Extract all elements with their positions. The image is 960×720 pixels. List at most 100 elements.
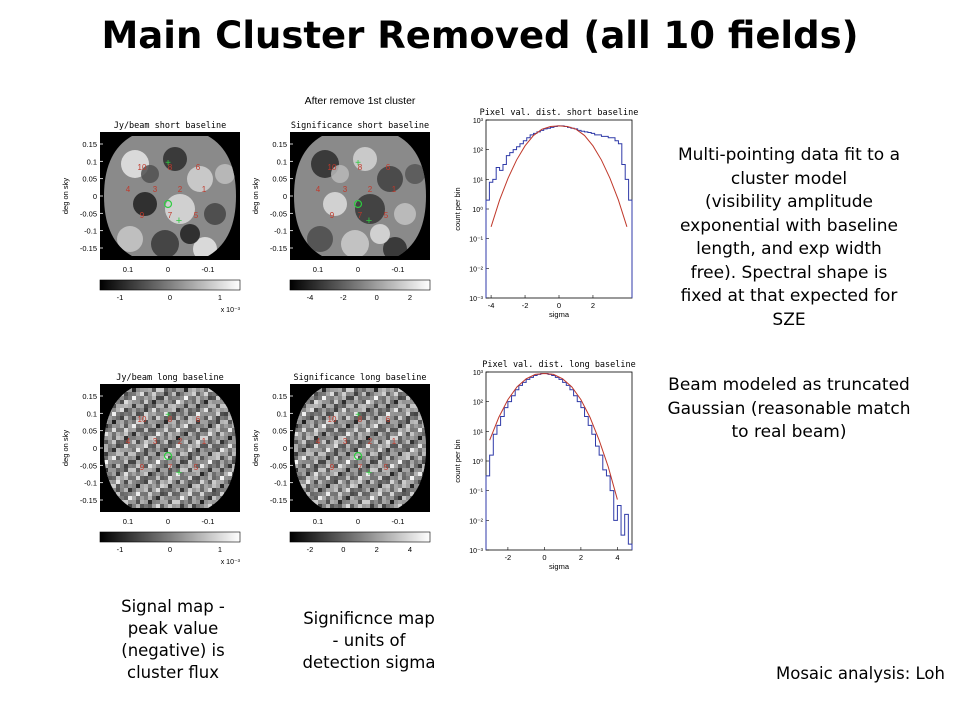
map-pixel bbox=[314, 496, 318, 500]
map-pixel bbox=[108, 436, 112, 440]
map-pixel bbox=[144, 412, 148, 416]
map-pixel bbox=[128, 416, 132, 420]
map-pixel bbox=[204, 468, 208, 472]
map-pixel bbox=[140, 500, 144, 504]
map-pixel bbox=[382, 448, 386, 452]
map-pixel bbox=[148, 404, 152, 408]
map-pixel bbox=[188, 484, 192, 488]
map-pixel bbox=[294, 444, 298, 448]
map-pixel bbox=[180, 504, 184, 508]
map-pixel bbox=[330, 472, 334, 476]
map-pixel bbox=[318, 388, 322, 392]
map-pixel bbox=[402, 496, 406, 500]
map-pixel bbox=[390, 424, 394, 428]
map-pixel bbox=[216, 492, 220, 496]
map-pixel bbox=[358, 448, 362, 452]
map-pixel bbox=[362, 412, 366, 416]
map-pixel bbox=[406, 488, 410, 492]
map-pixel bbox=[152, 412, 156, 416]
map-pixel bbox=[188, 404, 192, 408]
map-pixel bbox=[294, 432, 298, 436]
map-pixel bbox=[310, 412, 314, 416]
map-pixel bbox=[358, 496, 362, 500]
map-pixel bbox=[220, 432, 224, 436]
map-pixel bbox=[112, 488, 116, 492]
map-pixel bbox=[192, 464, 196, 468]
caption-signal-map: Signal map - peak value (negative) is cl… bbox=[98, 596, 248, 684]
map-pixel bbox=[390, 488, 394, 492]
map-pixel bbox=[220, 448, 224, 452]
map-pixel bbox=[184, 492, 188, 496]
map-pixel bbox=[172, 400, 176, 404]
map-pixel bbox=[418, 448, 422, 452]
map-pixel bbox=[370, 420, 374, 424]
map-pixel bbox=[136, 404, 140, 408]
map-pixel bbox=[374, 444, 378, 448]
map-pixel bbox=[220, 436, 224, 440]
map-pixel bbox=[116, 476, 120, 480]
map-pixel bbox=[208, 428, 212, 432]
colorbar-tick-label: 0 bbox=[168, 293, 172, 302]
map-pixel bbox=[354, 488, 358, 492]
map-pixel bbox=[382, 476, 386, 480]
map-pixel bbox=[204, 392, 208, 396]
map-pixel bbox=[338, 504, 342, 508]
map-pixel bbox=[350, 496, 354, 500]
map-pixel bbox=[330, 484, 334, 488]
y-tick-label: 0.1 bbox=[87, 409, 97, 418]
map-pixel bbox=[120, 396, 124, 400]
x-tick-label: -2 bbox=[522, 301, 529, 310]
map-pixel bbox=[152, 476, 156, 480]
map-pixel bbox=[370, 488, 374, 492]
map-pixel bbox=[326, 460, 330, 464]
map-pixel bbox=[334, 472, 338, 476]
map-pixel bbox=[338, 392, 342, 396]
map-pixel bbox=[232, 436, 236, 440]
map-pixel bbox=[390, 392, 394, 396]
map-pixel bbox=[224, 424, 228, 428]
map-pixel bbox=[382, 412, 386, 416]
map-pixel bbox=[414, 488, 418, 492]
map-pixel bbox=[394, 428, 398, 432]
map-pixel bbox=[378, 456, 382, 460]
field-label: 5 bbox=[194, 211, 199, 220]
map-pixel bbox=[208, 392, 212, 396]
map-pixel bbox=[370, 444, 374, 448]
map-pixel bbox=[382, 500, 386, 504]
y-tick-label: 0.1 bbox=[87, 157, 97, 166]
map-pixel bbox=[406, 448, 410, 452]
map-pixel bbox=[350, 504, 354, 508]
map-pixel bbox=[212, 500, 216, 504]
map-pixel bbox=[358, 432, 362, 436]
map-pixel bbox=[192, 504, 196, 508]
map-pixel bbox=[350, 460, 354, 464]
map-pixel bbox=[298, 476, 302, 480]
map-pixel bbox=[298, 480, 302, 484]
x-tick-label: -0.1 bbox=[202, 265, 215, 274]
plus-marker-icon: + bbox=[366, 215, 372, 227]
map-pixel bbox=[338, 408, 342, 412]
map-pixel bbox=[216, 428, 220, 432]
field-label: 2 bbox=[368, 437, 373, 446]
map-pixel bbox=[204, 424, 208, 428]
map-pixel bbox=[334, 480, 338, 484]
map-pixel bbox=[124, 472, 128, 476]
map-pixel bbox=[314, 440, 318, 444]
map-pixel bbox=[322, 468, 326, 472]
map-pixel bbox=[334, 460, 338, 464]
y-tick-label: 0 bbox=[93, 444, 97, 453]
map-pixel bbox=[338, 420, 342, 424]
map-pixel bbox=[148, 468, 152, 472]
map-pixel bbox=[200, 496, 204, 500]
map-pixel bbox=[140, 448, 144, 452]
map-pixel bbox=[104, 456, 108, 460]
map-pixel bbox=[112, 440, 116, 444]
map-pixel bbox=[378, 488, 382, 492]
map-pixel bbox=[164, 484, 168, 488]
map-pixel bbox=[160, 428, 164, 432]
map-pixel bbox=[406, 456, 410, 460]
map-pixel bbox=[318, 424, 322, 428]
map-pixel bbox=[208, 444, 212, 448]
map-pixel bbox=[406, 440, 410, 444]
map-pixel bbox=[184, 500, 188, 504]
